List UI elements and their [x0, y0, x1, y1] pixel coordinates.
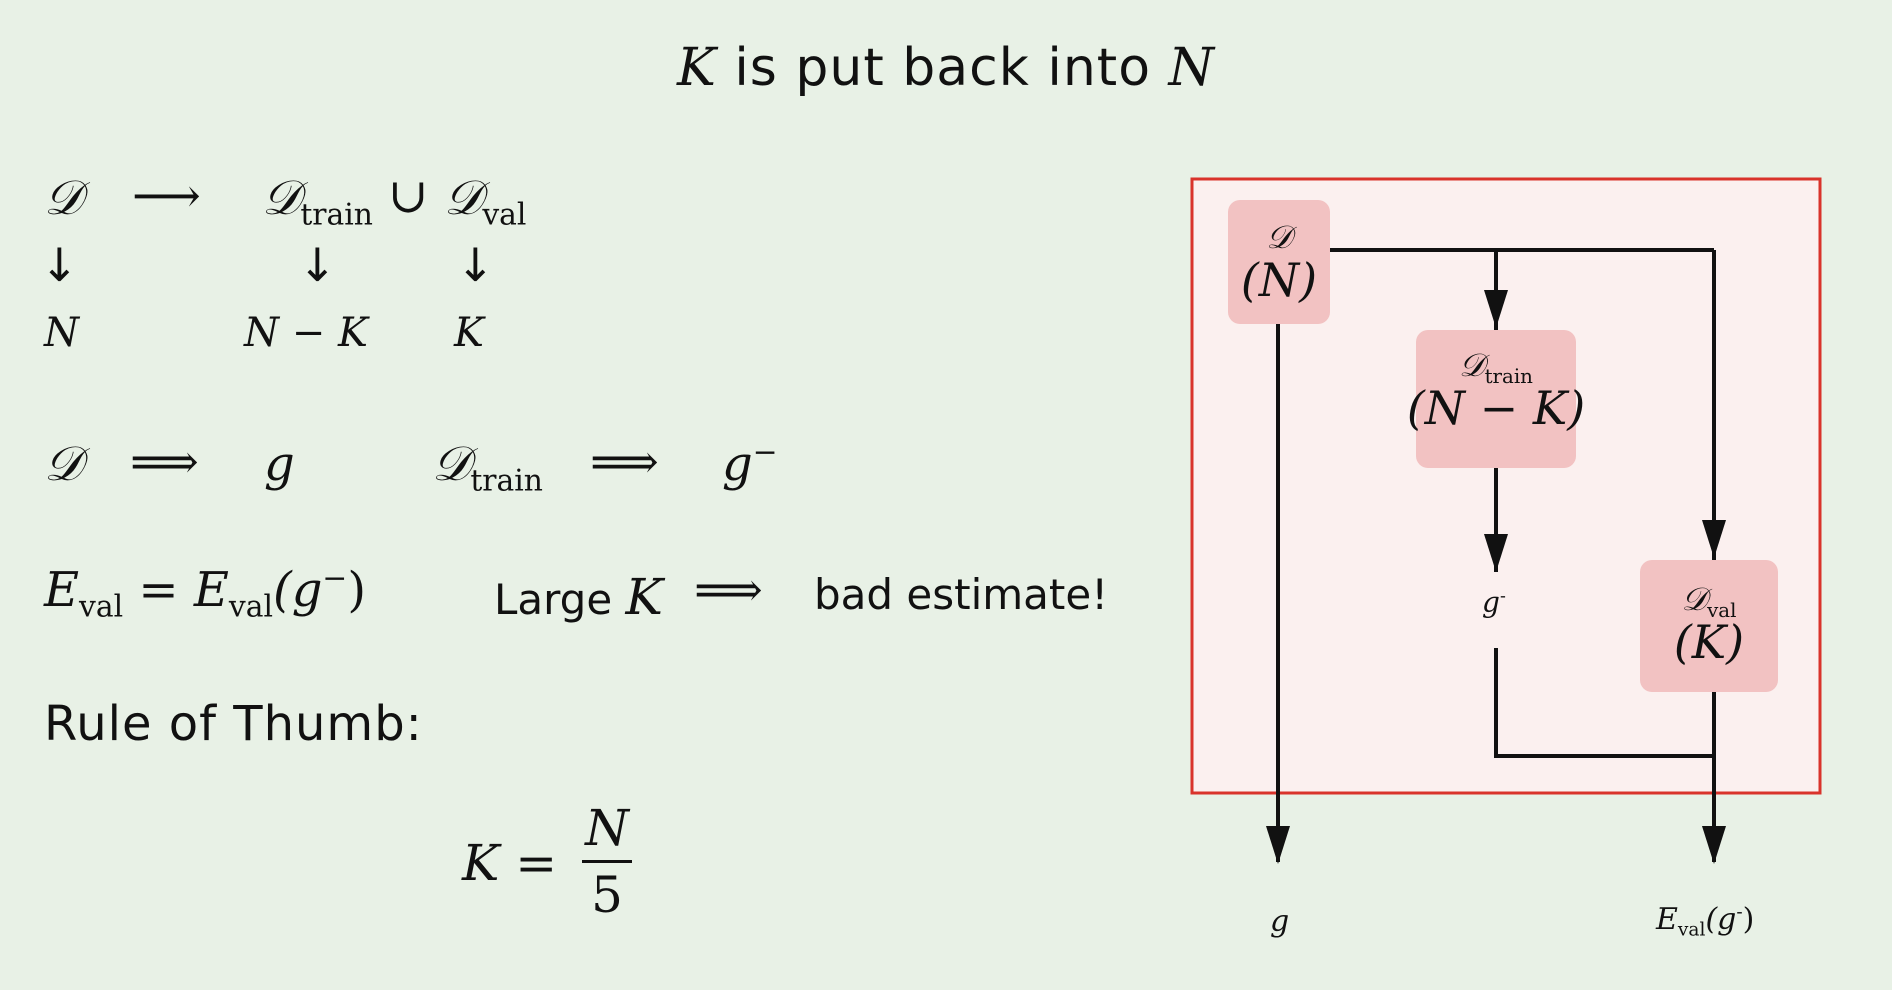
equals-sign: = [138, 562, 179, 618]
estimate-formula: Eval = Eval(g−) [44, 561, 367, 622]
learn-g-minus-symbol: g [722, 436, 753, 492]
label-g: g [1270, 904, 1290, 939]
rule-formula-lhs: K = [462, 834, 557, 892]
split-arrow: ⟶ [132, 168, 201, 224]
split-D-train: 𝒟train [262, 170, 373, 230]
split-D-train-symbol: 𝒟 [262, 170, 301, 226]
rule-equals: = [515, 834, 558, 892]
node-val-subscript: val [1707, 598, 1737, 622]
node-D-train: 𝒟train (N − K) [1407, 330, 1585, 468]
arrowhead-eval [1702, 826, 1726, 864]
estimate-implies: ⟹ [694, 562, 763, 618]
arrowhead-val [1702, 520, 1726, 558]
E-val-argument: (g [272, 562, 323, 618]
node-D: 𝒟 (N) [1228, 200, 1330, 324]
count-N: N [44, 310, 79, 356]
arrowhead-train [1484, 290, 1508, 328]
learn-implies-1: ⟹ [130, 434, 199, 490]
E-val-symbol-2: E [193, 562, 229, 618]
large-label: Large [494, 575, 626, 624]
E-val-subscript-2: val [228, 589, 273, 625]
learn-g: g [264, 436, 295, 492]
node-val-count: (K) [1673, 615, 1745, 669]
node-D-val: 𝒟val (K) [1640, 560, 1778, 692]
large-K-text: Large K [494, 568, 663, 626]
split-D-val: 𝒟val [444, 170, 526, 230]
label-E-arg: (g [1705, 902, 1737, 937]
learn-minus-superscript: − [752, 435, 778, 471]
E-val-symbol: E [44, 562, 80, 618]
learn-implies-2: ⟹ [590, 434, 659, 490]
label-g-minus: g- [1482, 586, 1506, 619]
learn-train-subscript: train [470, 463, 543, 499]
label-g-minus-superscript: - [1499, 586, 1506, 607]
arrowhead-g [1266, 826, 1290, 864]
node-val-label: 𝒟val [1640, 580, 1778, 620]
node-train-subscript: train [1484, 364, 1533, 388]
learn-D-train-symbol: 𝒟 [432, 436, 471, 492]
page-title: K is put back into N [0, 38, 1892, 98]
count-N-minus-K: N − K [244, 310, 368, 356]
rule-K: K [462, 834, 500, 892]
node-train-symbol: 𝒟 [1459, 346, 1485, 384]
E-val-minus-superscript: − [322, 561, 348, 597]
title-K: K [676, 38, 717, 98]
label-E-subscript: val [1677, 919, 1706, 941]
rule-fraction: N 5 [582, 800, 632, 923]
fraction-bar [582, 860, 632, 863]
down-arrow-D: ↓ [40, 238, 79, 292]
union-symbol: ∪ [388, 168, 429, 224]
node-train-label: 𝒟train [1416, 346, 1576, 386]
label-E-val: Eval(g-) [1656, 901, 1755, 939]
learn-D: 𝒟 [44, 436, 83, 492]
E-val-subscript: val [79, 589, 124, 625]
split-D: 𝒟 [44, 170, 83, 226]
title-N: N [1168, 38, 1216, 98]
label-E-superscript: - [1736, 901, 1743, 923]
label-E-close: ) [1742, 902, 1755, 937]
down-arrow-val: ↓ [456, 238, 495, 292]
title-text: is put back into [716, 38, 1169, 98]
split-val-subscript: val [482, 197, 527, 233]
rule-of-thumb-label: Rule of Thumb: [44, 696, 423, 752]
E-val-close-paren: ) [347, 562, 367, 618]
bad-estimate-text: bad estimate! [814, 570, 1109, 619]
learn-g-minus: g− [722, 436, 778, 492]
split-D-val-symbol: 𝒟 [444, 170, 483, 226]
node-D-count: (N) [1240, 253, 1318, 307]
down-arrow-train: ↓ [298, 238, 337, 292]
large-K-symbol: K [625, 568, 663, 626]
node-D-symbol: 𝒟 [1266, 218, 1292, 256]
node-train-count: (N − K) [1406, 381, 1586, 435]
node-val-symbol: 𝒟 [1681, 580, 1708, 618]
split-train-subscript: train [300, 197, 373, 233]
count-K: K [454, 310, 484, 356]
learn-D-train: 𝒟train [432, 436, 543, 496]
fraction-numerator: N [585, 799, 629, 857]
label-g-minus-symbol: g [1482, 586, 1500, 619]
label-E-symbol: E [1656, 902, 1678, 937]
arrowhead-gminus [1484, 534, 1508, 572]
fraction-denominator: 5 [591, 866, 623, 924]
